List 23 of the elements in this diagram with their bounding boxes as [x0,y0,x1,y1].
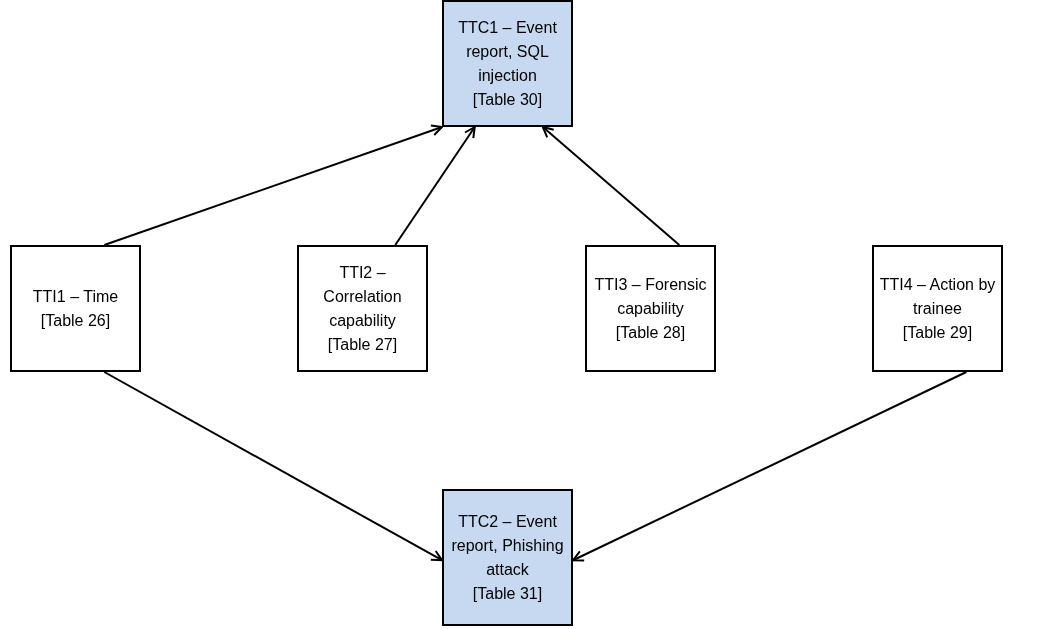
table-reference: [Table 28] [615,322,686,343]
node-title: TTC2 – Event report, Phishing attack [450,511,565,580]
indicator-box [297,245,428,372]
arrow [394,126,476,246]
indicator-box [10,245,141,372]
outcome-box [442,489,573,626]
arrow [103,124,443,246]
table-reference: [Table 31] [472,583,543,604]
node-title: TTI4 – Action by trainee [878,274,997,319]
node-title: TTI1 – Time [32,286,119,307]
node-title: TTI3 – Forensic capability [593,274,708,319]
table-reference: [Table 26] [40,310,111,331]
arrow [541,126,681,246]
table-reference: [Table 27] [327,334,398,355]
outcome-box [442,0,573,127]
node-title: TTC1 – Event report, SQL injection [457,17,558,86]
arrow [572,371,968,562]
node-title: TTI2 – Correlation capability [322,262,403,331]
indicator-box [585,245,716,372]
indicator-box [872,245,1003,372]
table-reference: [Table 29] [902,322,973,343]
arrow [103,371,443,562]
table-reference: [Table 30] [472,89,543,110]
